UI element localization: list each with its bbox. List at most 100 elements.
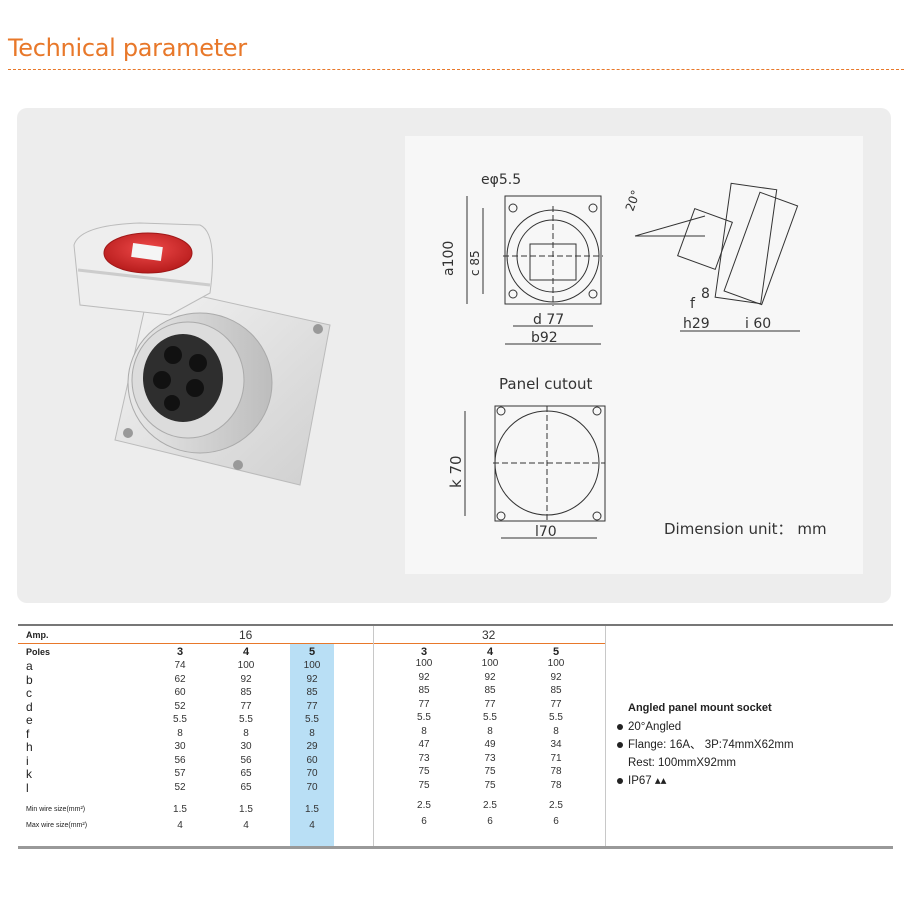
amp-16: 16 — [239, 628, 253, 642]
table-top-rule — [18, 624, 893, 626]
bullet-icon — [617, 742, 623, 748]
table-cell: 34 — [550, 739, 562, 750]
description-text: Rest: 100mmX92mm — [628, 757, 737, 769]
row-label: a — [26, 659, 33, 673]
pole-column-header: 3 — [420, 646, 428, 658]
dim-f: f — [690, 296, 696, 312]
amp-32: 32 — [482, 628, 496, 642]
table-cell: 49 — [484, 739, 496, 750]
table-cell: 52 — [174, 700, 186, 712]
description-title: Angled panel mount socket — [628, 702, 772, 714]
table-cell: 74 — [174, 660, 186, 671]
table-cell: 5.5 — [173, 714, 187, 725]
bullet-icon — [617, 778, 623, 784]
table-cell: 8 — [553, 725, 559, 737]
min-wire-label: Min wire size(mm²) — [26, 806, 86, 813]
pole-column-header: 5 — [308, 646, 316, 658]
table-cell: 78 — [550, 766, 562, 777]
row-label: c — [26, 686, 32, 700]
page-title: Technical parameter — [8, 34, 247, 62]
table-cell: 2.5 — [549, 800, 563, 811]
dim-a: a100 — [441, 241, 457, 276]
description-item: 20°Angled — [614, 718, 884, 736]
table-cell: 73 — [418, 752, 430, 764]
dim-k: k 70 — [447, 455, 465, 488]
table-cell: 6 — [487, 816, 493, 827]
description-text: 20°Angled — [628, 721, 682, 733]
table-cell: 5.5 — [417, 712, 431, 723]
table-cell: 57 — [174, 768, 186, 779]
dim-d: d 77 — [533, 312, 564, 328]
table-cell: 30 — [174, 741, 186, 752]
table-cell: 65 — [240, 768, 252, 779]
table-cell: 100 — [547, 658, 565, 669]
table-cell: 1.5 — [239, 804, 253, 815]
row-label: e — [26, 713, 33, 727]
table-cell: 92 — [306, 673, 318, 685]
pole-column-header: 3 — [176, 646, 184, 658]
dim-e: eφ5.5 — [481, 172, 521, 188]
table-cell: 65 — [240, 781, 252, 793]
table-cell: 92 — [550, 671, 562, 683]
table-cell: 8 — [177, 727, 183, 739]
row-label: f — [26, 726, 30, 741]
table-cell: 5.5 — [239, 714, 253, 725]
table-cell: 92 — [418, 671, 430, 683]
table-cell: 100 — [415, 658, 433, 669]
dim-l: l70 — [535, 524, 557, 540]
table-cell: 56 — [240, 754, 252, 766]
dimension-unit: Dimension unit： mm — [664, 520, 827, 538]
table-cell: 8 — [487, 725, 493, 737]
pole-column-header: 4 — [242, 646, 250, 658]
amp-label: Amp. — [26, 630, 49, 640]
poles-label: Poles — [26, 647, 51, 657]
table-cell: 85 — [418, 685, 430, 696]
table-cell: 2.5 — [483, 800, 497, 811]
dim-i: i 60 — [745, 316, 771, 332]
table-cell: 2.5 — [417, 800, 431, 811]
table-cell: 70 — [306, 781, 318, 793]
table-cell: 8 — [243, 727, 249, 739]
pole-column-header: 4 — [486, 646, 494, 658]
bullet-icon — [617, 724, 623, 730]
table-cell: 100 — [303, 660, 321, 671]
table-bottom-rule — [18, 846, 893, 849]
table-cell: 52 — [174, 781, 186, 793]
table-cell: 75 — [484, 779, 496, 791]
table-cell: 4 — [243, 820, 249, 831]
table-cell: 1.5 — [305, 804, 319, 815]
description-item: Flange: 16A、 3P:74mmX62mm — [614, 736, 884, 754]
table-cell: 8 — [421, 725, 427, 737]
table-cell: 30 — [240, 741, 252, 752]
table-cell: 77 — [306, 700, 318, 712]
description-text: Flange: 16A、 3P:74mmX62mm — [628, 739, 794, 751]
column-divider — [373, 626, 374, 846]
table-cell: 60 — [306, 754, 318, 766]
product-photo — [73, 222, 331, 486]
pole-column-header: 5 — [552, 646, 560, 658]
max-wire-label: Max wire size(mm²) — [26, 822, 88, 829]
table-cell: 62 — [174, 673, 186, 685]
table-cell: 100 — [481, 658, 499, 669]
column-divider — [605, 626, 606, 846]
table-cell: 4 — [177, 820, 183, 831]
table-cell: 47 — [418, 739, 430, 750]
table-cell: 29 — [306, 741, 318, 752]
table-cell: 5.5 — [549, 712, 563, 723]
table-cell: 85 — [306, 687, 318, 698]
table-cell: 5.5 — [483, 712, 497, 723]
row-label: i — [26, 753, 29, 768]
row-label: h — [26, 740, 33, 754]
dim-angle: 20° — [623, 188, 643, 213]
table-cell: 75 — [418, 766, 430, 777]
table-cell: 78 — [550, 779, 562, 791]
table-cell: 77 — [484, 698, 496, 710]
amp-divider — [18, 643, 605, 644]
table-cell: 85 — [484, 685, 496, 696]
table-cell: 60 — [174, 687, 186, 698]
dim-c: c 85 — [468, 250, 482, 276]
dim-b: b92 — [531, 330, 558, 346]
table-cell: 56 — [174, 754, 186, 766]
